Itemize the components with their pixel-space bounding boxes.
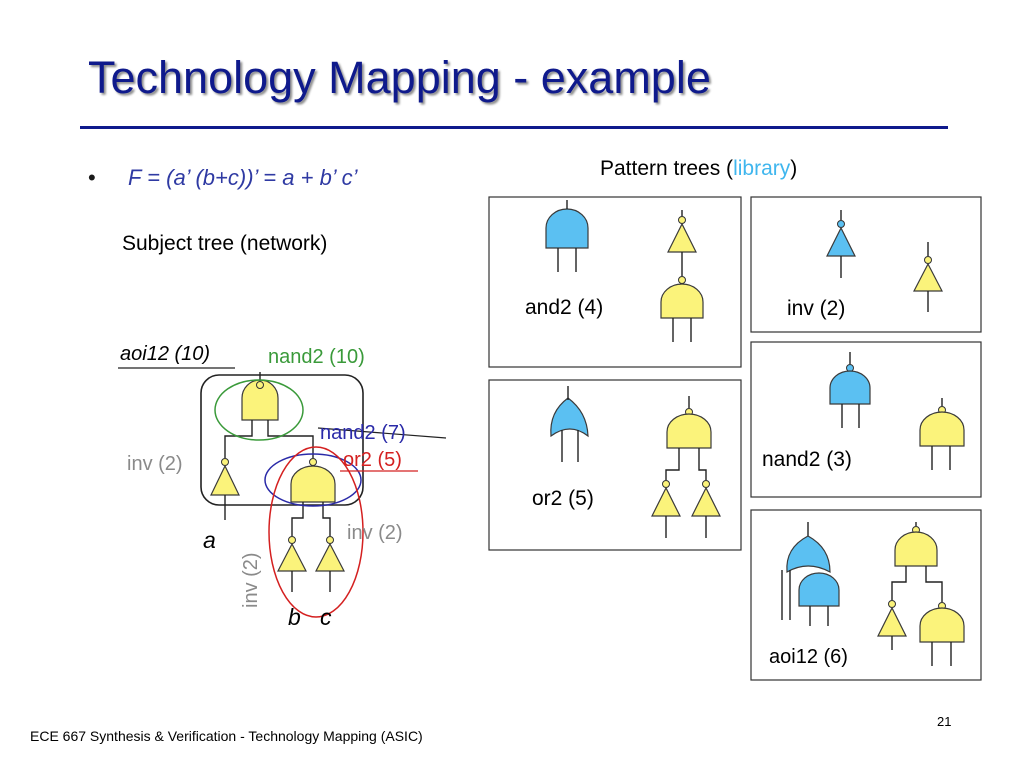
- inv-pattern-label: inv (2): [787, 297, 846, 320]
- inv-b-bubble: [288, 536, 296, 544]
- inv-b-triangle: [277, 542, 307, 572]
- and2-pattern-gates: [545, 200, 704, 342]
- aoi12-bottom-nand: [919, 607, 965, 643]
- inv-left-label: inv (2): [127, 453, 183, 475]
- nand2-pattern-gates: [829, 352, 965, 470]
- bullet-symbol: •: [88, 165, 96, 190]
- page-number: 21: [937, 714, 952, 729]
- subject-tree: [118, 367, 447, 618]
- or2-nand-gate: [666, 413, 712, 449]
- inv-blue-bubble: [837, 220, 845, 228]
- nand2-blue-ellipse: [264, 453, 362, 507]
- nand-gate-middle: [290, 465, 336, 503]
- pattern-trees-library-word: library: [733, 157, 791, 180]
- nand-mid-output-bubble: [309, 458, 317, 466]
- and2-nand-gate: [660, 283, 704, 319]
- inv-c-bubble: [326, 536, 334, 544]
- aoi12-wire: [891, 566, 907, 600]
- input-a-label: a: [203, 527, 216, 553]
- and2-pattern-box: [488, 196, 742, 368]
- or2-wire: [698, 448, 707, 480]
- nand2-pattern-box: [750, 341, 982, 498]
- footer-text: ECE 667 Synthesis & Verification - Techn…: [30, 728, 423, 744]
- or2-blue-gate: [550, 397, 589, 438]
- inv-c-triangle: [315, 542, 345, 572]
- inv-pattern-gates: [826, 210, 943, 312]
- inv-yellow-triangle: [913, 262, 943, 292]
- aoi12-wire: [925, 566, 943, 602]
- nand2-strike-line: [317, 427, 447, 439]
- nand2-blue-gate: [829, 370, 871, 405]
- inv-left-bubble: [221, 458, 229, 466]
- inv-vertical-label: inv (2): [240, 552, 262, 608]
- or2-pattern-box: [488, 379, 742, 551]
- or2-pattern-gates: [550, 386, 721, 538]
- or2-inv-left-triangle: [651, 486, 681, 517]
- or2-inv-right-bubble: [702, 480, 710, 488]
- inv-left-triangle: [210, 464, 240, 496]
- input-b-label: b: [288, 604, 301, 630]
- aoi12-subject-label: aoi12 (10): [120, 343, 211, 365]
- nand2-blue-label: nand2 (7): [320, 422, 406, 444]
- aoi12-and-gate: [798, 572, 840, 607]
- inv-blue-triangle: [826, 226, 856, 257]
- nand2-pattern-label: nand2 (3): [762, 448, 852, 471]
- slide-title: Technology Mapping - example: [88, 52, 711, 103]
- aoi12-pattern-box: [750, 509, 982, 681]
- or2-red-ellipse: [268, 446, 364, 618]
- and2-nand-bubble: [678, 276, 686, 284]
- nand2-green-ellipse: [214, 379, 304, 441]
- nand-top-output-bubble: [256, 381, 264, 389]
- input-c-label: c: [320, 604, 332, 630]
- subject-tree-label: Subject tree (network): [122, 232, 328, 255]
- or2-inv-right-triangle: [691, 486, 721, 517]
- aoi12-top-nand: [894, 531, 938, 567]
- or2-inv-left-bubble: [662, 480, 670, 488]
- pattern-trees-suffix: ): [790, 157, 798, 180]
- aoi12-match-box: [200, 374, 364, 506]
- inv-pattern-box: [750, 196, 982, 333]
- aoi12-pattern-label: aoi12 (6): [769, 646, 848, 668]
- nand2-yellow-gate: [919, 411, 965, 447]
- aoi12-or-gate: [786, 535, 831, 574]
- or2-pattern-label: or2 (5): [532, 487, 594, 510]
- or2-red-label: or2 (5): [343, 449, 402, 471]
- pattern-trees-prefix: Pattern trees (: [600, 157, 734, 180]
- inv-right-label: inv (2): [347, 522, 403, 544]
- title-underline: [80, 126, 948, 129]
- aoi12-pattern-gates: [781, 522, 965, 666]
- and2-inv-triangle: [667, 222, 697, 253]
- aoi12-inv-bubble: [888, 600, 896, 608]
- and2-pattern-label: and2 (4): [525, 296, 604, 319]
- mid-gate-right-input-wire: [322, 502, 331, 536]
- mid-gate-left-input-wire: [291, 502, 304, 536]
- nand2-green-label: nand2 (10): [268, 346, 365, 368]
- and2-inv-bubble: [678, 216, 686, 224]
- formula-text: F = (a’ (b+c))’ = a + b’ c’: [128, 165, 358, 190]
- inv-yellow-bubble: [924, 256, 932, 264]
- pattern-trees-label: Pattern trees (library): [600, 157, 797, 181]
- and2-blue-gate: [545, 208, 589, 249]
- aoi12-inv-triangle: [877, 606, 907, 637]
- top-gate-right-input-wire: [267, 420, 314, 458]
- or2-wire: [665, 448, 680, 480]
